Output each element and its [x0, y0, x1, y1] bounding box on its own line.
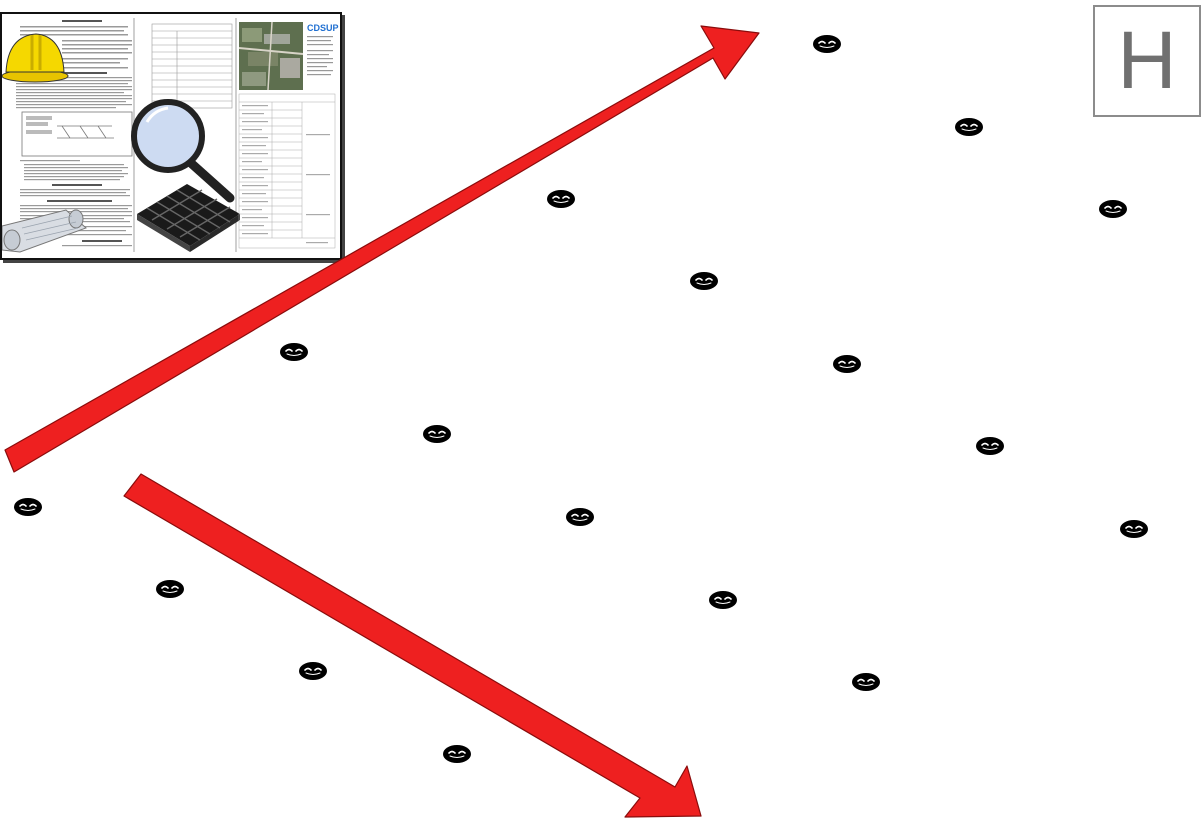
fastener-clip-icon	[279, 342, 309, 362]
fastener-clip-icon	[708, 590, 738, 610]
fastener-clip-icon	[546, 189, 576, 209]
section-label-letter: H	[1117, 20, 1176, 102]
fastener-clip-icon	[1098, 199, 1128, 219]
fastener-clip-icon	[851, 672, 881, 692]
fastener-clip-icon	[689, 271, 719, 291]
arrow-up-right	[5, 26, 759, 472]
fastener-clip-icon	[832, 354, 862, 374]
fastener-clip-icon	[975, 436, 1005, 456]
fastener-clip-icon	[13, 497, 43, 517]
section-label-box: H	[1093, 5, 1201, 117]
fastener-clip-icon	[812, 34, 842, 54]
fastener-clip-icon	[442, 744, 472, 764]
fastener-clip-icon	[954, 117, 984, 137]
arrow-down-right	[124, 474, 701, 817]
fastener-clip-icon	[298, 661, 328, 681]
fastener-clip-icon	[1119, 519, 1149, 539]
fastener-clip-icon	[422, 424, 452, 444]
fastener-clip-icon	[565, 507, 595, 527]
fastener-clip-icon	[155, 579, 185, 599]
